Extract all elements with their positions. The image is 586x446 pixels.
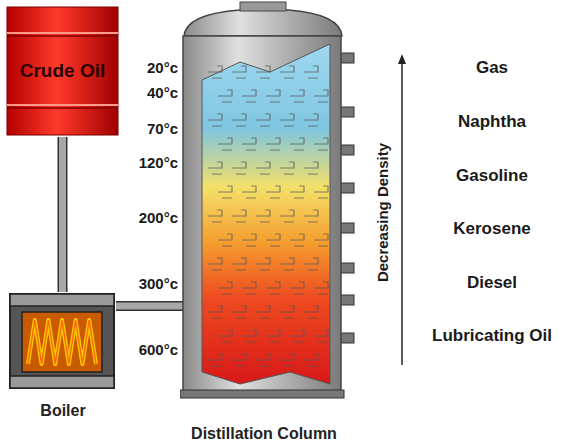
temperature-label: 120°c	[139, 154, 178, 171]
node-label: Crude Oil	[18, 60, 108, 82]
node-label: Boiler	[40, 402, 85, 420]
temperature-label: 300°c	[139, 275, 178, 292]
crude-oil-barrel: Crude Oil	[5, 5, 120, 137]
temperature-label: 200°c	[139, 209, 178, 226]
pipe	[116, 306, 184, 307]
product-label: Kerosene	[453, 219, 530, 239]
temperature-label: 70°c	[147, 120, 178, 137]
axis-label: Decreasing Density	[374, 142, 391, 281]
distillation-column-drawing	[180, 0, 360, 446]
product-label: Diesel	[467, 273, 517, 293]
product-label: Lubricating Oil	[432, 326, 552, 346]
pipe	[62, 137, 63, 292]
product-label: Gas	[476, 58, 508, 78]
temperature-label: 40°c	[147, 84, 178, 101]
product-label: Gasoline	[456, 166, 528, 186]
temperature-label: 600°c	[139, 341, 178, 358]
product-label: Naphtha	[458, 112, 526, 132]
temperature-label: 20°c	[147, 59, 178, 76]
boiler: Boiler	[8, 292, 118, 432]
node-label: Distillation Column	[189, 424, 339, 443]
distillation-column: Distillation Column	[180, 0, 360, 446]
